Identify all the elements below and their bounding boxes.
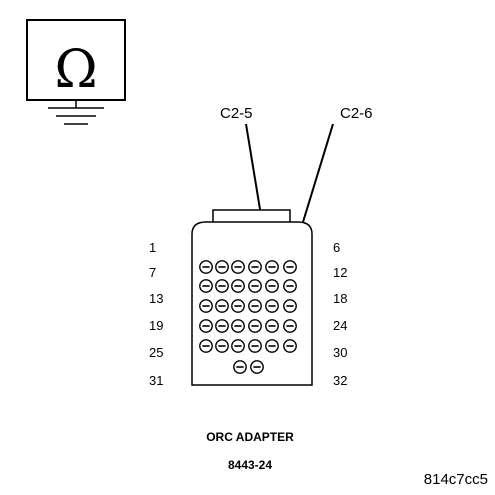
ohm-symbol: Ω <box>54 40 97 100</box>
pin-cavity <box>231 319 245 333</box>
pin-cavity <box>283 339 297 353</box>
caption-part-number: 8443-24 <box>228 458 272 472</box>
pin-cavity <box>265 260 279 274</box>
pin-cavity <box>199 299 213 313</box>
row-label-right: 32 <box>333 373 347 388</box>
pin-cavity <box>215 260 229 274</box>
row-label-left: 19 <box>149 318 163 333</box>
caption-title: ORC ADAPTER <box>206 430 294 444</box>
pin-cavity <box>199 260 213 274</box>
figure-code: 814c7cc5 <box>424 471 488 488</box>
callout-c2-6-label: C2-6 <box>340 105 373 122</box>
pin-cavity <box>215 279 229 293</box>
pin-cavity <box>215 339 229 353</box>
pin-cavity <box>265 279 279 293</box>
row-label-right: 12 <box>333 265 347 280</box>
pin-cavity <box>233 360 247 374</box>
row-label-right: 30 <box>333 345 347 360</box>
pin-cavity <box>265 339 279 353</box>
pin-cavity <box>283 279 297 293</box>
ohmmeter-icon: Ω <box>26 19 126 101</box>
pin-cavity <box>250 360 264 374</box>
pin-cavity <box>231 279 245 293</box>
pin-cavity <box>215 299 229 313</box>
pin-cavity <box>283 299 297 313</box>
pin-cavity <box>231 299 245 313</box>
row-label-left: 13 <box>149 291 163 306</box>
row-label-right: 24 <box>333 318 347 333</box>
pin-cavity <box>199 339 213 353</box>
pin-cavity <box>248 319 262 333</box>
pin-cavity <box>248 299 262 313</box>
pin-cavity <box>231 260 245 274</box>
row-label-left: 1 <box>149 240 156 255</box>
pin-cavity <box>265 319 279 333</box>
callout-c2-5-label: C2-5 <box>220 105 253 122</box>
ground-icon <box>48 100 104 125</box>
pin-cavity <box>248 339 262 353</box>
pin-cavity <box>283 260 297 274</box>
pin-cavity <box>231 339 245 353</box>
pin-cavity <box>199 279 213 293</box>
row-label-left: 25 <box>149 345 163 360</box>
orc-adapter-connector <box>191 209 313 386</box>
pin-cavity <box>248 279 262 293</box>
connector-pins <box>199 260 297 374</box>
row-label-right: 6 <box>333 240 340 255</box>
pin-cavity <box>199 319 213 333</box>
pin-cavity <box>265 299 279 313</box>
row-labels-left: 1 7 13 19 25 31 <box>149 240 163 388</box>
row-labels-right: 6 12 18 24 30 32 <box>333 240 347 388</box>
pin-cavity <box>248 260 262 274</box>
pin-cavity <box>215 319 229 333</box>
pin-cavity <box>283 319 297 333</box>
row-label-left: 7 <box>149 265 156 280</box>
row-label-left: 31 <box>149 373 163 388</box>
row-label-right: 18 <box>333 291 347 306</box>
